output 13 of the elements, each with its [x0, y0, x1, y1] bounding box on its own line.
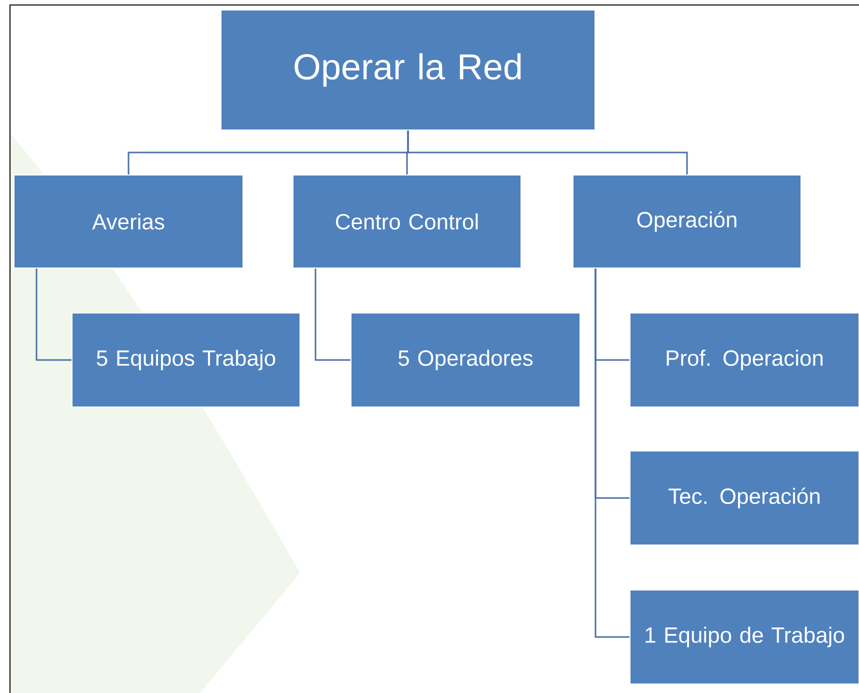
connector-line: [594, 268, 630, 638]
org-box: 1 Equipo de Trabajo: [630, 589, 859, 684]
org-box: Operación: [572, 174, 802, 268]
connector-line: [36, 268, 72, 361]
connector-line: [407, 130, 688, 174]
org-box: Operar la Red: [220, 10, 596, 130]
org-box: Tec. Operación: [630, 450, 859, 546]
org-box: Prof. Operacion: [630, 312, 859, 408]
org-box: Averias: [14, 174, 244, 268]
org-box: 5 Equipos Trabajo: [72, 312, 300, 408]
org-box: Centro Control: [292, 174, 522, 268]
org-box: 5 Operadores: [350, 312, 580, 408]
connector-line: [314, 268, 350, 361]
